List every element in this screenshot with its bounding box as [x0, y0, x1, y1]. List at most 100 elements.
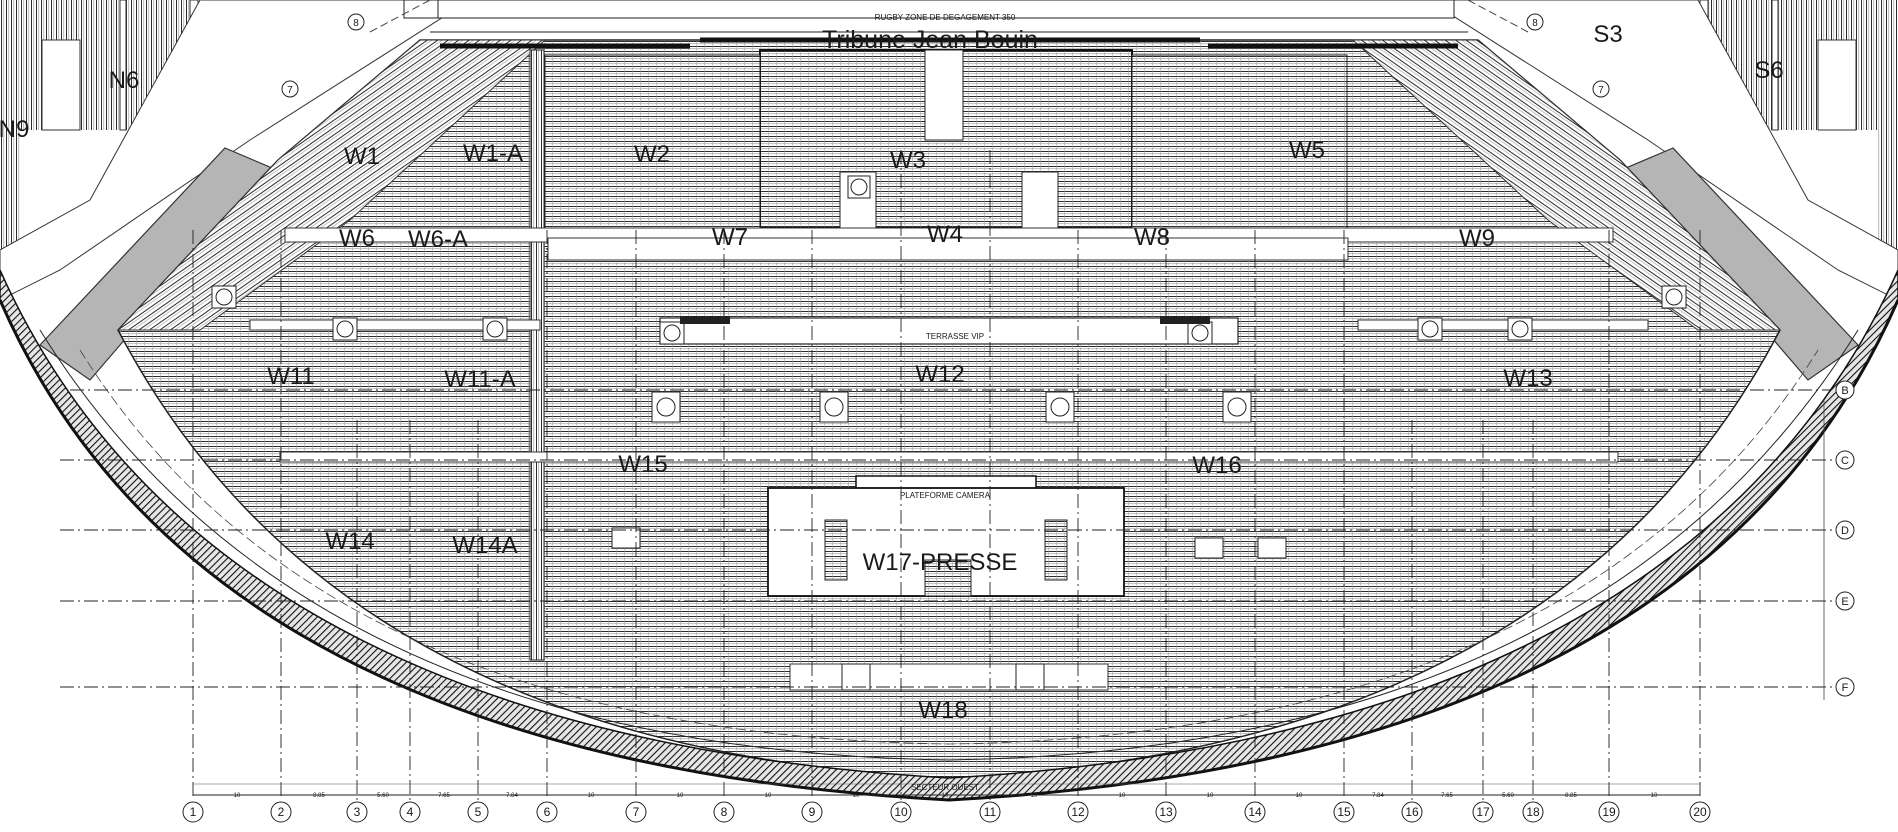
svg-text:10: 10: [234, 793, 241, 799]
corner-mark-4: 7: [1592, 80, 1610, 98]
section-W1A: W1-A: [463, 140, 523, 167]
svg-text:7: 7: [287, 85, 293, 96]
svg-text:B: B: [1841, 385, 1848, 397]
svg-text:4: 4: [407, 805, 414, 819]
axis-col-19: 19: [1598, 801, 1620, 823]
section-N6: N6: [109, 67, 140, 94]
svg-text:8: 8: [721, 805, 728, 819]
svg-text:10: 10: [894, 805, 908, 819]
press-platform: [767, 475, 1125, 597]
svg-text:6: 6: [544, 805, 551, 819]
corner-mark-1: 8: [347, 13, 365, 31]
section-S6: S6: [1754, 57, 1783, 84]
svg-text:5.60: 5.60: [377, 793, 389, 799]
svg-text:8.85: 8.85: [313, 793, 325, 799]
top-note: RUGBY ZONE DE DEGAGEMENT 350: [875, 13, 1016, 22]
section-W11: W11: [267, 363, 315, 390]
section-W11A: W11-A: [444, 366, 516, 393]
axis-col-4: 4: [399, 801, 421, 823]
axis-col-6: 6: [536, 801, 558, 823]
section-W8: W8: [1134, 224, 1170, 251]
text-labels: RUGBY ZONE DE DEGAGEMENT 350 Tribune Jea…: [0, 13, 1784, 792]
svg-text:10: 10: [1651, 793, 1658, 799]
section-W4: W4: [927, 221, 963, 248]
axis-col-14: 14: [1244, 801, 1266, 823]
section-W9: W9: [1459, 225, 1495, 252]
section-W16: W16: [1192, 452, 1241, 479]
svg-text:10: 10: [588, 793, 595, 799]
row-axis: B C D E F: [1835, 380, 1855, 697]
svg-text:13: 13: [1159, 805, 1173, 819]
svg-text:D: D: [1841, 525, 1849, 537]
svg-text:E: E: [1841, 596, 1848, 608]
axis-col-3: 3: [346, 801, 368, 823]
column-grid-lines: [192, 150, 1701, 800]
axis-col-5: 5: [467, 801, 489, 823]
section-W6A: W6-A: [408, 226, 468, 253]
svg-text:20: 20: [1693, 805, 1707, 819]
svg-text:10: 10: [677, 793, 684, 799]
axis-col-7: 7: [625, 801, 647, 823]
svg-text:10: 10: [853, 793, 860, 799]
svg-text:18: 18: [1526, 805, 1540, 819]
svg-text:8: 8: [1532, 18, 1538, 29]
section-W5: W5: [1289, 137, 1325, 164]
svg-text:10: 10: [765, 793, 772, 799]
terrasse-label: TERRASSE VIP: [926, 332, 984, 341]
svg-text:7.84: 7.84: [506, 793, 518, 799]
svg-text:10: 10: [942, 793, 949, 799]
section-W14: W14: [325, 528, 374, 555]
upper-central-block: [440, 37, 1458, 231]
row-grid-lines: [60, 389, 1835, 688]
svg-text:7: 7: [1598, 85, 1604, 96]
section-W13: W13: [1503, 365, 1552, 392]
axis-row-D: D: [1835, 520, 1855, 540]
svg-text:9: 9: [809, 805, 816, 819]
svg-text:12: 12: [1071, 805, 1085, 819]
axis-row-E: E: [1835, 591, 1855, 611]
svg-text:1: 1: [190, 805, 197, 819]
section-W17: W17-PRESSE: [863, 549, 1018, 576]
axis-col-20: 20: [1689, 801, 1711, 823]
field-border: [369, 0, 1529, 33]
section-W12: W12: [915, 361, 964, 388]
axis-col-12: 12: [1067, 801, 1089, 823]
axis-col-8: 8: [713, 801, 735, 823]
svg-text:10: 10: [1119, 793, 1126, 799]
axis-row-C: C: [1835, 450, 1855, 470]
axis-col-16: 16: [1401, 801, 1423, 823]
svg-text:8.85: 8.85: [1565, 793, 1577, 799]
svg-text:5.60: 5.60: [1502, 793, 1514, 799]
axis-col-9: 9: [801, 801, 823, 823]
svg-text:10: 10: [1207, 793, 1214, 799]
section-W2: W2: [634, 141, 670, 168]
svg-text:F: F: [1842, 682, 1849, 694]
axis-col-17: 17: [1472, 801, 1494, 823]
axis-col-1: 1: [182, 801, 204, 823]
section-W18: W18: [918, 697, 967, 724]
corner-mark-3: 8: [1526, 13, 1544, 31]
axis-col-2: 2: [270, 801, 292, 823]
axis-row-B: B: [1835, 380, 1855, 400]
section-W1: W1: [344, 143, 380, 170]
svg-text:19: 19: [1602, 805, 1616, 819]
svg-text:15: 15: [1337, 805, 1351, 819]
svg-text:3: 3: [354, 805, 361, 819]
axis-col-10: 10: [890, 801, 912, 823]
svg-text:2: 2: [278, 805, 285, 819]
north-access-ramp: [39, 147, 273, 381]
svg-text:10: 10: [1296, 793, 1303, 799]
column-axis: 1 2 3 4 5 6 7 8 9 10 11 12 13 14 15 16 1…: [182, 801, 1711, 823]
section-W3: W3: [890, 147, 926, 174]
section-W6: W6: [339, 225, 375, 252]
axis-col-15: 15: [1333, 801, 1355, 823]
svg-text:7.84: 7.84: [1372, 793, 1384, 799]
svg-text:C: C: [1841, 455, 1849, 467]
section-W14A: W14A: [452, 532, 517, 559]
bottom-note: SECTEUR OUEST: [911, 783, 979, 792]
svg-text:8: 8: [353, 18, 359, 29]
axis-row-F: F: [1835, 677, 1855, 697]
section-W15: W15: [618, 451, 667, 478]
stand-title: Tribune Jean Bouin: [822, 26, 1038, 54]
svg-text:16: 16: [1405, 805, 1419, 819]
